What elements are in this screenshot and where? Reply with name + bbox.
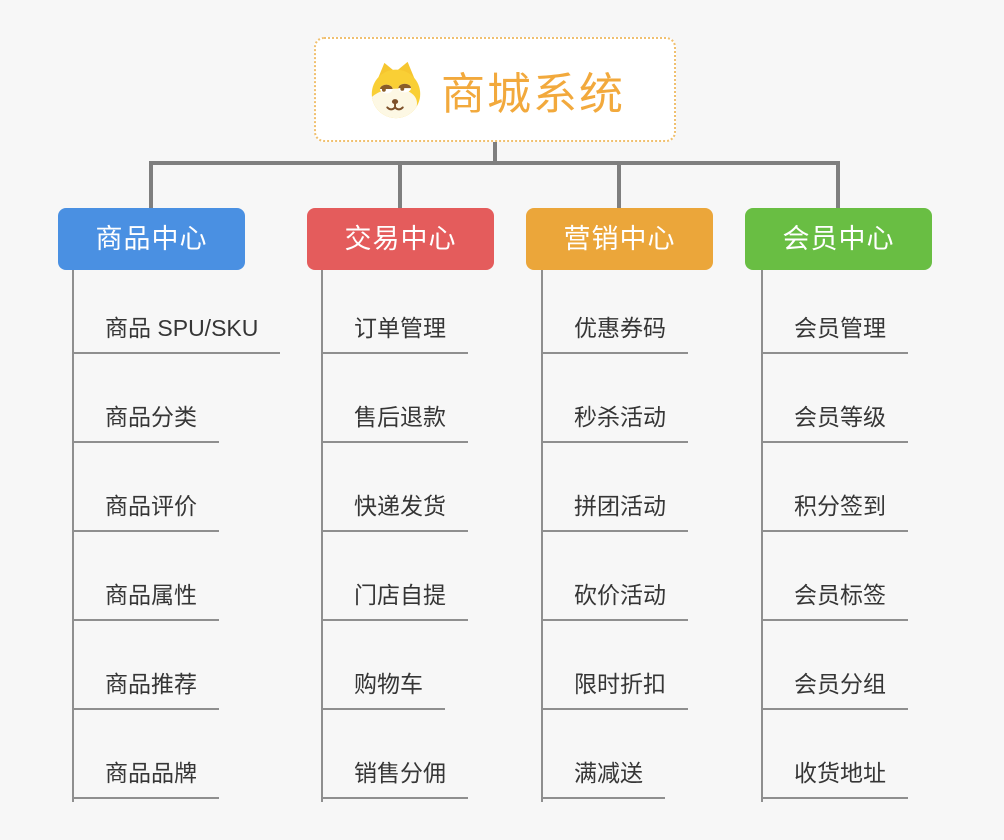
branch-trunk-line [72, 270, 74, 802]
branch-node-marketing-center[interactable]: 营销中心 [526, 208, 713, 270]
branch-trunk-line [321, 270, 323, 802]
branch-node-product-center[interactable]: 商品中心 [58, 208, 245, 270]
leaf-node[interactable]: 优惠券码 [541, 313, 688, 354]
root-node-mall-system[interactable]: 商城系统 [314, 37, 676, 142]
dog-face-icon [371, 61, 421, 118]
branch-node-trade-center[interactable]: 交易中心 [307, 208, 494, 270]
branch-connector-hline [149, 161, 840, 165]
branch-items-product-center: 商品 SPU/SKU 商品分类 商品评价 商品属性 商品推荐 商品品牌 [72, 270, 281, 799]
leaf-node[interactable]: 销售分佣 [321, 758, 468, 799]
leaf-node[interactable]: 商品评价 [72, 491, 219, 532]
leaf-node[interactable]: 订单管理 [321, 313, 468, 354]
branch-stub-line [398, 163, 402, 209]
leaf-node[interactable]: 收货地址 [761, 758, 908, 799]
leaf-node[interactable]: 门店自提 [321, 580, 468, 621]
branch-node-member-center[interactable]: 会员中心 [745, 208, 932, 270]
leaf-node[interactable]: 满减送 [541, 758, 665, 799]
leaf-node[interactable]: 会员标签 [761, 580, 908, 621]
leaf-node[interactable]: 商品品牌 [72, 758, 219, 799]
root-title: 商城系统 [441, 69, 625, 119]
branch-stub-line [149, 163, 153, 209]
leaf-node[interactable]: 售后退款 [321, 402, 468, 443]
leaf-node[interactable]: 拼团活动 [541, 491, 688, 532]
leaf-node[interactable]: 快递发货 [321, 491, 468, 532]
leaf-node[interactable]: 商品 SPU/SKU [72, 313, 281, 354]
leaf-node[interactable]: 会员分组 [761, 669, 908, 710]
branch-items-marketing-center: 优惠券码 秒杀活动 拼团活动 砍价活动 限时折扣 满减送 [541, 270, 688, 799]
leaf-node[interactable]: 限时折扣 [541, 669, 688, 710]
leaf-node[interactable]: 商品属性 [72, 580, 219, 621]
leaf-node[interactable]: 积分签到 [761, 491, 908, 532]
branch-items-member-center: 会员管理 会员等级 积分签到 会员标签 会员分组 收货地址 [761, 270, 908, 799]
branch-stub-line [836, 163, 840, 209]
branch-trunk-line [541, 270, 543, 802]
branch-items-trade-center: 订单管理 售后退款 快递发货 门店自提 购物车 销售分佣 [321, 270, 468, 799]
leaf-node[interactable]: 会员等级 [761, 402, 908, 443]
branch-stub-line [617, 163, 621, 209]
leaf-node[interactable]: 秒杀活动 [541, 402, 688, 443]
branch-trunk-line [761, 270, 763, 802]
root-connector-line [493, 140, 497, 164]
leaf-node[interactable]: 购物车 [321, 669, 445, 710]
leaf-node[interactable]: 商品推荐 [72, 669, 219, 710]
leaf-node[interactable]: 商品分类 [72, 402, 219, 443]
leaf-node[interactable]: 会员管理 [761, 313, 908, 354]
leaf-node[interactable]: 砍价活动 [541, 580, 688, 621]
